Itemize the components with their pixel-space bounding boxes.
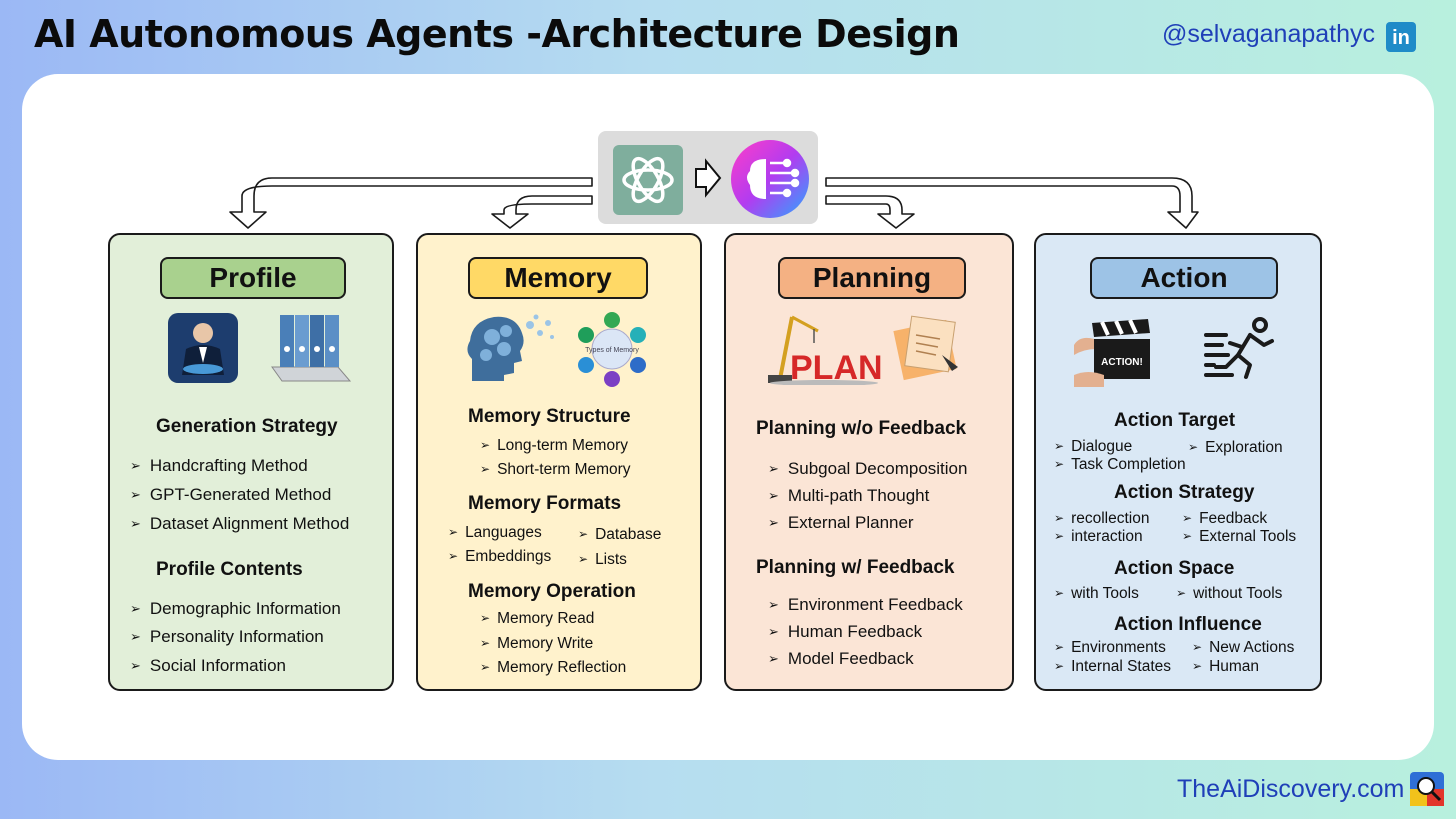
list-item: recollection xyxy=(1054,510,1149,528)
plan-word: PLAN xyxy=(790,349,882,385)
documents-icon xyxy=(893,315,958,381)
profile-contents-heading: Profile Contents xyxy=(156,559,303,580)
planning-with-feedback-heading: Planning w/ Feedback xyxy=(756,557,955,578)
arrow-to-planning xyxy=(825,195,915,229)
plan-crane-icon: PLAN xyxy=(768,315,882,385)
types-of-memory-label: Types of Memory xyxy=(585,347,639,354)
list-item: without Tools xyxy=(1176,585,1282,603)
ai-brain-icon xyxy=(731,140,809,218)
memory-title: Memory xyxy=(468,257,648,299)
list-item: Long-term Memory xyxy=(480,437,628,455)
action-strategy-heading: Action Strategy xyxy=(1114,482,1255,503)
action-panel: Action ACTION! Action Target Dialogue Ex… xyxy=(1034,233,1322,691)
list-item: Task Completion xyxy=(1054,456,1186,474)
list-item: Lists xyxy=(578,551,627,569)
list-item: Memory Write xyxy=(480,635,593,653)
action-influence-heading: Action Influence xyxy=(1114,614,1262,635)
list-item: Environments xyxy=(1054,639,1166,657)
action-space-heading: Action Space xyxy=(1114,558,1235,579)
business-person-icon xyxy=(168,313,238,383)
list-item: New Actions xyxy=(1192,639,1294,657)
types-of-memory-diagram: Types of Memory xyxy=(578,312,646,387)
arrow-to-profile xyxy=(229,177,593,229)
list-item: GPT-Generated Method xyxy=(130,485,331,505)
list-item: Database xyxy=(578,526,661,544)
arrow-to-action xyxy=(825,177,1199,229)
right-arrow-icon xyxy=(695,158,722,198)
list-item: Personality Information xyxy=(130,627,324,647)
list-item: interaction xyxy=(1054,528,1143,546)
list-item: Subgoal Decomposition xyxy=(768,459,968,479)
list-item: External Tools xyxy=(1182,528,1296,546)
action-target-heading: Action Target xyxy=(1114,410,1236,431)
memory-formats-heading: Memory Formats xyxy=(468,493,622,514)
list-item: Embeddings xyxy=(448,548,551,566)
page-title: AI Autonomous Agents -Architecture Desig… xyxy=(34,12,960,56)
arrow-to-memory xyxy=(491,195,593,229)
planning-without-feedback-heading: Planning w/o Feedback xyxy=(756,418,967,439)
files-laptop-icon xyxy=(271,315,352,382)
author-handle[interactable]: @selvaganapathyc xyxy=(1162,20,1376,48)
list-item: with Tools xyxy=(1054,585,1139,603)
list-item: Multi-path Thought xyxy=(768,486,929,506)
list-item: Internal States xyxy=(1054,658,1171,676)
list-item: External Planner xyxy=(768,513,914,533)
list-item: Dataset Alignment Method xyxy=(130,514,349,534)
list-item: Environment Feedback xyxy=(768,595,963,615)
list-item: Languages xyxy=(448,524,542,542)
list-item: Model Feedback xyxy=(768,649,914,669)
linkedin-icon[interactable]: in xyxy=(1386,22,1416,52)
footer-site-link[interactable]: TheAiDiscovery.com xyxy=(1177,775,1405,803)
chatgpt-logo-icon xyxy=(613,145,683,215)
planning-title: Planning xyxy=(778,257,966,299)
list-item: Short-term Memory xyxy=(480,461,631,479)
list-item: Handcrafting Method xyxy=(130,456,308,476)
clapper-text: ACTION! xyxy=(1101,357,1143,368)
llm-to-agent-hub xyxy=(598,131,818,224)
memory-panel: Memory Types of Memory Memory Structure … xyxy=(416,233,702,691)
list-item: Dialogue xyxy=(1054,438,1132,456)
list-item: Demographic Information xyxy=(130,599,341,619)
list-item: Social Information xyxy=(130,656,286,676)
planning-panel: Planning PLAN Planning w/o Feedback Subg… xyxy=(724,233,1014,691)
list-item: Exploration xyxy=(1188,439,1283,457)
list-item: Feedback xyxy=(1182,510,1267,528)
clapperboard-icon: ACTION! xyxy=(1074,319,1150,387)
list-item: Human Feedback xyxy=(768,622,922,642)
profile-panel: Profile Generation Strategy Handcrafting… xyxy=(108,233,394,691)
profile-title: Profile xyxy=(160,257,346,299)
list-item: Human xyxy=(1192,658,1259,676)
site-logo-icon xyxy=(1410,772,1444,806)
running-figure-icon xyxy=(1204,317,1274,379)
generation-strategy-heading: Generation Strategy xyxy=(156,416,338,437)
brain-head-icon xyxy=(467,314,554,381)
action-title: Action xyxy=(1090,257,1278,299)
memory-structure-heading: Memory Structure xyxy=(468,406,631,427)
list-item: Memory Reflection xyxy=(480,659,626,677)
list-item: Memory Read xyxy=(480,610,594,628)
memory-operation-heading: Memory Operation xyxy=(468,581,636,602)
